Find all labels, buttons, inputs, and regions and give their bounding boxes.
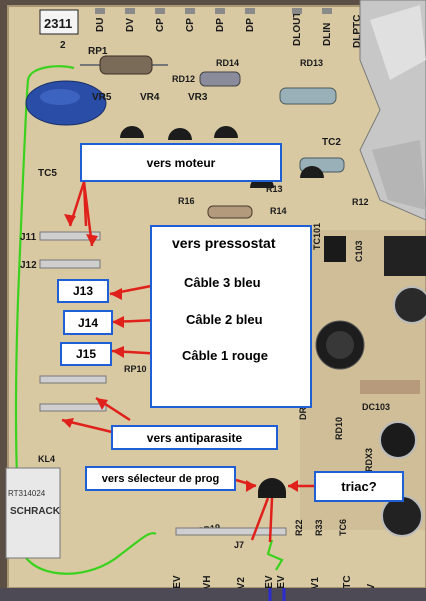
- svg-text:R16: R16: [178, 196, 195, 206]
- svg-text:VR3: VR3: [188, 92, 208, 103]
- triac-component: [258, 478, 286, 498]
- callout-j14: J14: [63, 310, 113, 335]
- callout-selecteur: vers sélecteur de prog: [85, 466, 236, 491]
- svg-text:DLOUT: DLOUT: [292, 12, 303, 46]
- svg-text:VR4: VR4: [140, 92, 160, 103]
- svg-text:J12: J12: [20, 260, 37, 271]
- svg-text:NTC: NTC: [342, 575, 353, 596]
- top-code-labels: DU DV CP CP DP DP DLOUT DLIN DLPTC: [95, 12, 363, 48]
- callout-j13: J13: [57, 279, 109, 303]
- svg-text:DU: DU: [95, 18, 106, 32]
- svg-text:VR5: VR5: [92, 92, 112, 103]
- svg-text:DLPTC: DLPTC: [352, 15, 363, 48]
- callout-moteur: vers moteur: [80, 143, 282, 182]
- svg-text:EV1: EV1: [310, 577, 321, 596]
- svg-text:RD12: RD12: [172, 74, 195, 84]
- svg-text:TC101: TC101: [312, 223, 322, 250]
- svg-text:R14: R14: [270, 206, 287, 216]
- callout-antiparasite: vers antiparasite: [111, 425, 278, 450]
- svg-text:R12: R12: [352, 197, 369, 207]
- svg-text:RD13: RD13: [300, 58, 323, 68]
- svg-text:DR10: DR10: [298, 397, 308, 420]
- cable1-label: Câble 1 rouge: [182, 348, 268, 363]
- svg-text:KL4: KL4: [38, 454, 55, 464]
- electrolytic-capacitor: [393, 286, 426, 324]
- svg-text:NEV: NEV: [276, 575, 287, 596]
- heatsink: [359, 0, 426, 221]
- svg-text:CP: CP: [185, 18, 196, 32]
- cable3-label: Câble 3 bleu: [184, 275, 261, 290]
- green-wire: [14, 65, 157, 575]
- svg-text:RD14: RD14: [216, 58, 239, 68]
- cable2-label: Câble 2 bleu: [186, 312, 263, 327]
- svg-text:DV: DV: [125, 18, 136, 32]
- svg-text:RD10: RD10: [334, 417, 344, 440]
- svg-text:R13: R13: [266, 184, 283, 194]
- svg-text:RDX3: RDX3: [364, 448, 374, 472]
- svg-text:C103: C103: [354, 240, 364, 262]
- svg-text:DP: DP: [245, 18, 256, 32]
- svg-text:RP1: RP1: [88, 46, 108, 57]
- svg-text:J11: J11: [20, 232, 37, 243]
- callout-pressostat: vers pressostat Câble 3 bleu Câble 2 ble…: [150, 225, 312, 408]
- svg-text:RT314024: RT314024: [8, 489, 46, 498]
- pressostat-title: vers pressostat: [172, 235, 276, 251]
- svg-text:TC2: TC2: [322, 137, 341, 148]
- svg-text:TC5: TC5: [38, 168, 57, 179]
- display-code: 2311: [44, 16, 72, 31]
- svg-text:NEV: NEV: [172, 575, 183, 596]
- relay: [5, 467, 61, 559]
- svg-text:R33: R33: [314, 519, 324, 536]
- svg-text:TC6: TC6: [338, 519, 348, 536]
- display-chip: [39, 9, 79, 35]
- svg-text:DLIN: DLIN: [322, 23, 333, 46]
- svg-text:RP10: RP10: [124, 364, 147, 374]
- svg-text:NEV: NEV: [264, 575, 275, 596]
- callout-triac: triac?: [314, 471, 404, 502]
- svg-text:DP: DP: [215, 18, 226, 32]
- callout-j15: J15: [60, 342, 112, 366]
- svg-text:SCHRACK: SCHRACK: [10, 506, 61, 517]
- svg-text:EVH: EVH: [202, 575, 213, 596]
- rp1-resistor: [99, 55, 153, 75]
- svg-text:EV2: EV2: [236, 577, 247, 596]
- svg-text:2: 2: [60, 40, 66, 51]
- svg-text:CP: CP: [155, 18, 166, 32]
- svg-text:J7: J7: [234, 540, 244, 550]
- svg-text:DC103: DC103: [362, 402, 390, 412]
- svg-text:R22: R22: [294, 519, 304, 536]
